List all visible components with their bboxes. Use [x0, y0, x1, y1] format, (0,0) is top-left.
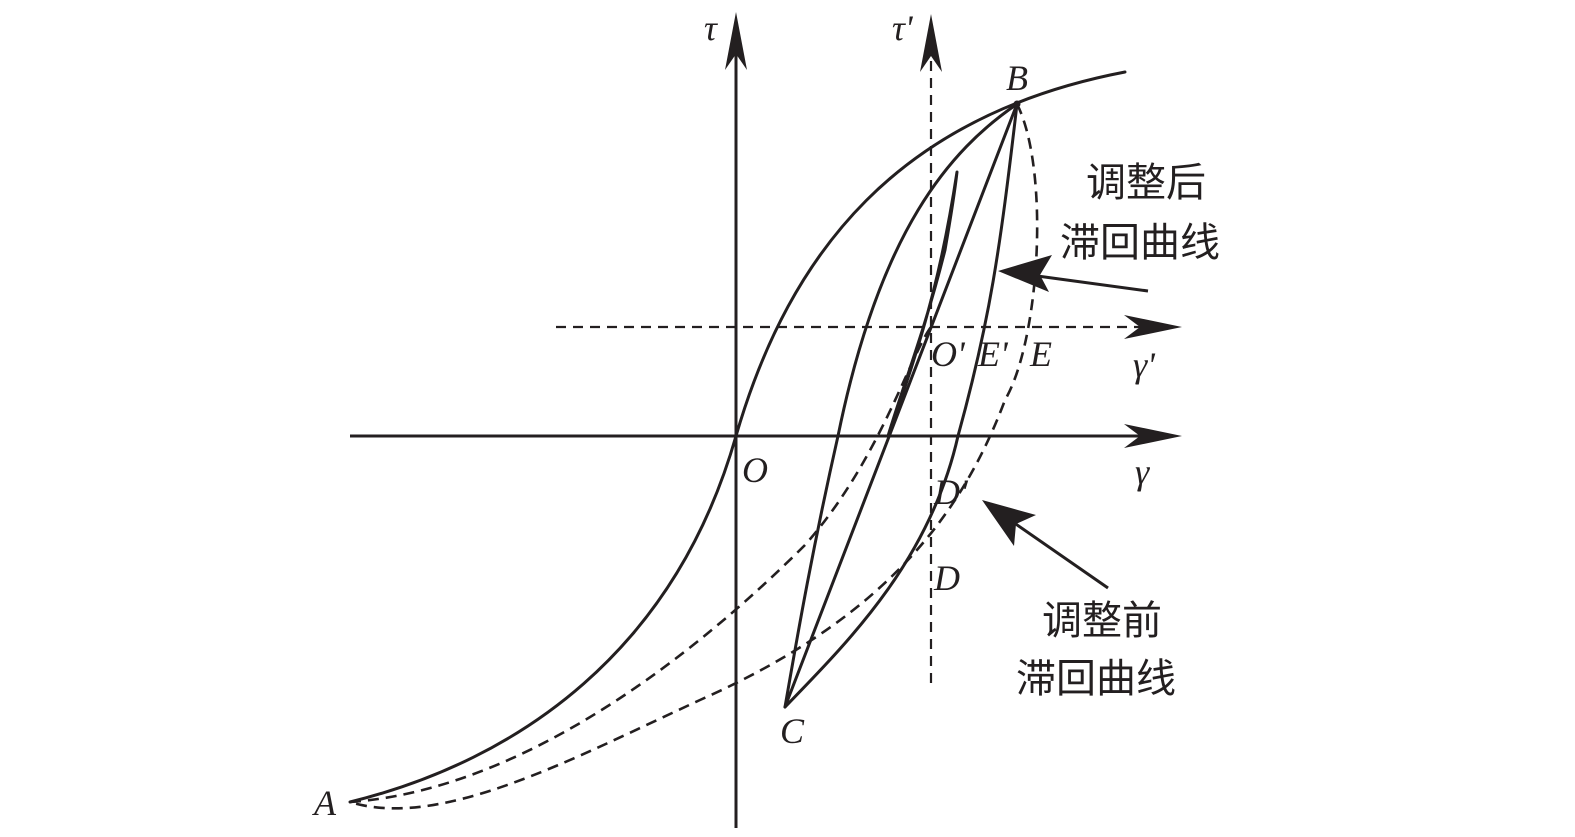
point-b-label: B: [1006, 58, 1028, 98]
after-annotation-arrow-line: [1029, 273, 1149, 293]
annotation-before-line2: 滞回曲线: [1016, 656, 1176, 702]
annotation-before-line1: 调整前: [1042, 598, 1162, 644]
point-b-marker: [1013, 100, 1021, 108]
loop-c-to-b-lower: [783, 102, 1019, 709]
dashed-curve-b-to-a: [349, 103, 1039, 810]
gamma-axis-arrow: [1124, 424, 1182, 448]
point-o-prime-label: O': [931, 334, 966, 374]
before-annotation-arrowhead: [982, 500, 1036, 546]
point-e-prime-label: E': [977, 334, 1009, 374]
gamma-prime-axis-label: γ': [1133, 345, 1156, 385]
tau-prime-axis-arrow: [920, 14, 942, 72]
annotation-after-line2: 滞回曲线: [1060, 220, 1220, 266]
annotation-after-line1: 调整后: [1086, 160, 1206, 206]
point-d-label: D: [933, 558, 960, 598]
loop-b-to-c-upper: [783, 102, 1019, 709]
dashed-curve-a-to-b: [349, 326, 933, 804]
before-annotation-arrow-line: [1009, 518, 1109, 590]
gamma-axis-label: γ: [1135, 452, 1150, 492]
tau-axis-arrow: [725, 12, 747, 70]
point-a-label: A: [312, 783, 337, 823]
loop-inner-diagonal: [783, 102, 1019, 709]
point-e-label: E: [1029, 334, 1052, 374]
gamma-prime-axis-arrow: [1124, 315, 1182, 339]
point-c-label: C: [780, 711, 805, 751]
point-o-label: O: [742, 450, 768, 490]
tau-axis-label: τ: [704, 8, 718, 48]
tau-prime-axis-label: τ': [892, 8, 914, 48]
point-d-prime-label: D': [933, 472, 969, 512]
loop-inner-small: [886, 170, 959, 438]
after-annotation-arrowhead: [998, 255, 1052, 292]
skeleton-curve: [348, 70, 1127, 804]
